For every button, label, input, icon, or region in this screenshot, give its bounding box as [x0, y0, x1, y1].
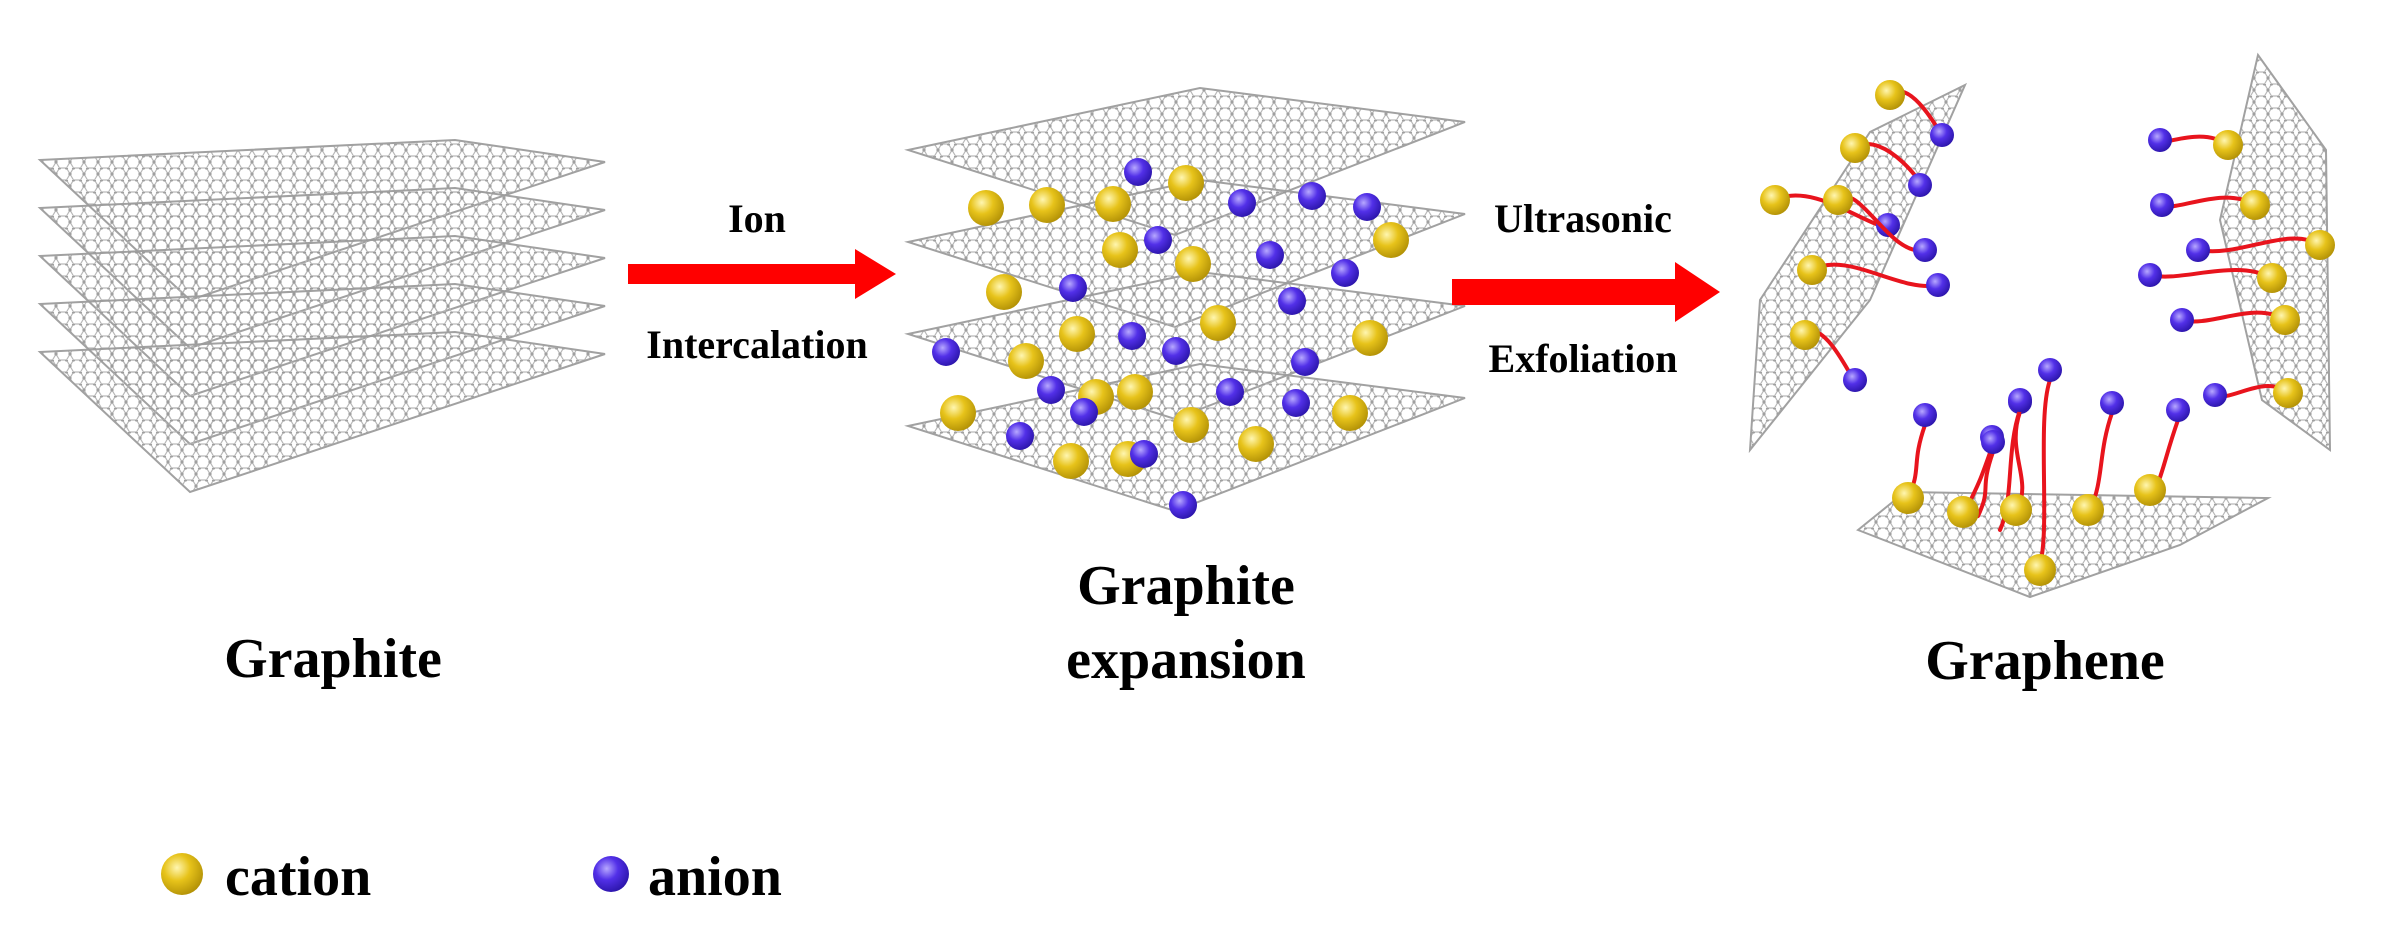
cation-ion: [1200, 305, 1236, 341]
intercalation-arrow-shape: [628, 249, 896, 299]
cation-ion: [2240, 190, 2270, 220]
anion-ion: [1130, 440, 1158, 468]
legend: cation anion: [161, 846, 782, 908]
legend-cation-label: cation: [225, 846, 371, 908]
anion-ion: [2186, 238, 2210, 262]
anion-ion: [2170, 308, 2194, 332]
cation-ion: [1797, 255, 1827, 285]
anion-ion: [2166, 398, 2190, 422]
anion-ion: [932, 338, 960, 366]
cation-ion: [1760, 185, 1790, 215]
anion-ion: [1124, 158, 1152, 186]
legend-anion-label: anion: [648, 846, 782, 908]
anion-ion: [2100, 391, 2124, 415]
anion-ion: [1913, 238, 1937, 262]
cation-ion: [2000, 494, 2032, 526]
anion-ion: [1228, 189, 1256, 217]
anion-ion: [1843, 368, 1867, 392]
exfoliation-arrow-bottom-text: Exfoliation: [1489, 336, 1678, 381]
cation-ion: [1332, 395, 1368, 431]
cation-ion: [1168, 165, 1204, 201]
anion-ion: [2008, 388, 2032, 412]
anion-ion: [1162, 337, 1190, 365]
cation-ion: [2270, 305, 2300, 335]
cation-ion: [2213, 130, 2243, 160]
cation-ion: [968, 190, 1004, 226]
cation-ion: [1823, 185, 1853, 215]
graphite-label: Graphite: [224, 628, 442, 690]
cation-ion: [1059, 316, 1095, 352]
cation-ion: [2134, 474, 2166, 506]
cation-ion: [2072, 494, 2104, 526]
surfactant-tail: [1976, 450, 1995, 518]
anion-ion: [1216, 378, 1244, 406]
anion-ion: [1913, 403, 1937, 427]
anion-ion: [1291, 348, 1319, 376]
intercalation-arrow-top-text: Ion: [728, 196, 786, 241]
cation-ion: [2024, 554, 2056, 586]
exfoliation-arrow-shape: [1452, 262, 1720, 322]
graphite-stack: [37, 138, 606, 494]
expansion-label-line-2: expansion: [1066, 629, 1306, 691]
exfoliation-arrow-top-text: Ultrasonic: [1494, 196, 1672, 241]
cation-ion: [1373, 222, 1409, 258]
intercalated-ions: [932, 158, 1409, 519]
anion-ion: [1278, 287, 1306, 315]
anion-ion: [1118, 322, 1146, 350]
legend-cation-swatch: [161, 853, 203, 895]
anion-ion: [1926, 273, 1950, 297]
cation-ion: [2257, 263, 2287, 293]
anion-ion: [1006, 422, 1034, 450]
intercalation-arrow-bottom-text: Intercalation: [646, 322, 867, 367]
cation-ion: [1875, 80, 1905, 110]
cation-ion: [940, 395, 976, 431]
graphene-sheet-right: [2218, 52, 2332, 452]
anion-ion: [1876, 213, 1900, 237]
graphite-sheet: [37, 330, 606, 494]
anion-ion: [1282, 389, 1310, 417]
cation-ion: [1117, 374, 1153, 410]
cation-ion: [1102, 232, 1138, 268]
cation-ion: [1029, 187, 1065, 223]
anion-ion: [1353, 193, 1381, 221]
graphene-label: Graphene: [1925, 630, 2165, 692]
anion-ion: [2150, 193, 2174, 217]
cation-ion: [1008, 343, 1044, 379]
anion-ion: [1298, 182, 1326, 210]
anion-ion: [1169, 491, 1197, 519]
cation-ion: [1352, 320, 1388, 356]
anion-ion: [1981, 430, 2005, 454]
graphene-sheets: [1748, 52, 2332, 599]
legend-anion-swatch: [593, 856, 629, 892]
cation-ion: [1173, 407, 1209, 443]
anion-ion: [1059, 274, 1087, 302]
anion-ion: [1037, 376, 1065, 404]
anion-ion: [2148, 128, 2172, 152]
cation-ion: [986, 274, 1022, 310]
cation-ion: [1175, 246, 1211, 282]
anion-ion: [1070, 398, 1098, 426]
anion-ion: [1256, 241, 1284, 269]
anion-ion: [1908, 173, 1932, 197]
exfoliation-arrow: Ultrasonic Exfoliation: [1452, 196, 1720, 381]
anion-ion: [2038, 358, 2062, 382]
cation-ion: [1790, 320, 1820, 350]
anion-ion: [2138, 263, 2162, 287]
cation-ion: [1947, 496, 1979, 528]
cation-ion: [1840, 133, 1870, 163]
cation-ion: [1095, 186, 1131, 222]
anion-ion: [1930, 123, 1954, 147]
cation-ion: [1053, 443, 1089, 479]
expansion-label-line-1: Graphite: [1077, 555, 1295, 617]
cation-ion: [2273, 378, 2303, 408]
cation-ion: [2305, 230, 2335, 260]
anion-ion: [2203, 383, 2227, 407]
intercalation-arrow: Ion Intercalation: [628, 196, 896, 367]
anion-ion: [1144, 226, 1172, 254]
anion-ion: [1331, 259, 1359, 287]
cation-ion: [1238, 426, 1274, 462]
surfactant-chains: [1760, 80, 2335, 586]
cation-ion: [1892, 482, 1924, 514]
